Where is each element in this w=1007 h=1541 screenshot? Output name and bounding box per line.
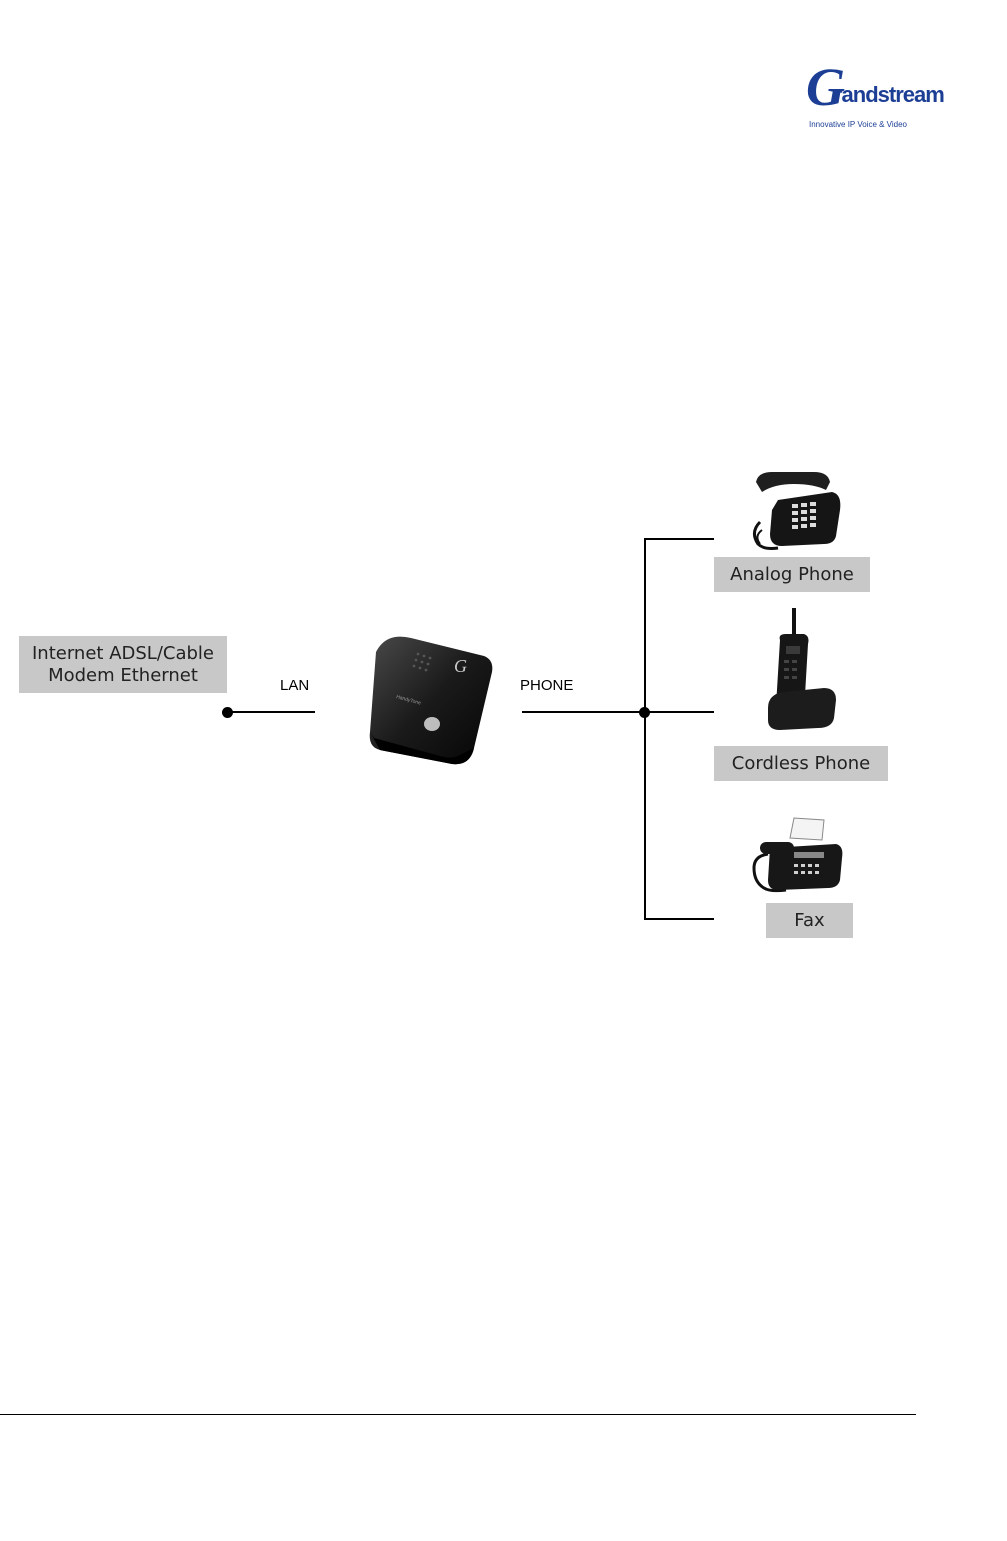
branch-analog-phone	[644, 538, 714, 540]
logo-tagline: Innovative IP Voice & Video	[809, 120, 907, 129]
grandstream-logo: G randstream Innovative IP Voice & Video	[806, 57, 945, 134]
branch-cordless-phone	[644, 711, 714, 713]
lan-endpoint-dot	[222, 707, 233, 718]
internet-modem-label: Internet ADSL/Cable Modem Ethernet	[19, 636, 227, 693]
lan-wire	[228, 711, 315, 713]
analog-phone-icon	[753, 472, 841, 550]
branch-fax	[644, 918, 714, 920]
footer-divider	[0, 1414, 916, 1415]
phone-bus-vertical	[644, 538, 646, 920]
fax-machine-icon	[752, 817, 843, 893]
fax-label: Fax	[766, 903, 853, 938]
cordless-phone-label: Cordless Phone	[714, 746, 888, 781]
internet-modem-label-line2: Modem Ethernet	[48, 664, 198, 686]
phone-port-label: PHONE	[520, 677, 574, 694]
lan-port-label: LAN	[280, 677, 310, 694]
cordless-phone-icon	[768, 608, 836, 730]
phone-wire	[522, 711, 646, 713]
svg-text:G: G	[454, 656, 467, 676]
logo-letter: G	[806, 57, 845, 117]
ata-device-icon: G HandyTone	[369, 636, 493, 765]
analog-phone-label: Analog Phone	[714, 557, 870, 592]
logo-wordmark: randstream	[834, 82, 945, 107]
internet-modem-label-line1: Internet ADSL/Cable	[32, 642, 214, 664]
